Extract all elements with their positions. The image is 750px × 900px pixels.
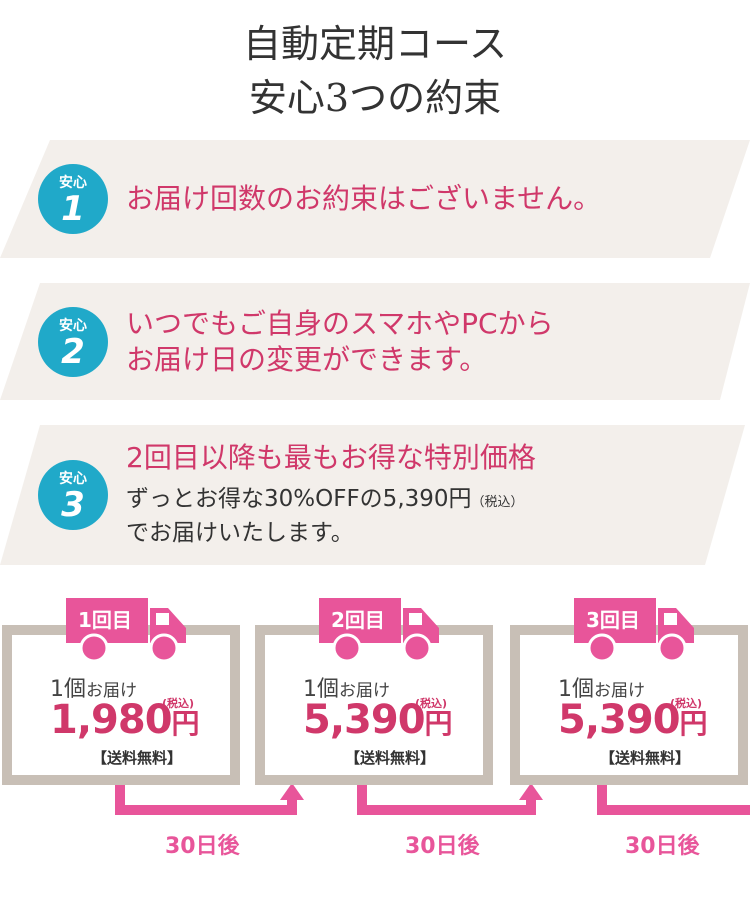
promise-text-line1: ずっとお得な30%OFFの5,390円（税込） bbox=[126, 486, 524, 512]
price: 5,390円 bbox=[558, 697, 708, 743]
delivery-number: 1回目 bbox=[78, 608, 132, 632]
promise-text-line2: でお届けいたします。 bbox=[126, 520, 354, 546]
interval-label: 30日後 bbox=[625, 834, 700, 859]
shipping-free: 【送料無料】 bbox=[600, 749, 691, 767]
price: 5,390円 bbox=[303, 697, 453, 743]
truck-icon: 1回目 bbox=[64, 598, 194, 668]
truck-icon: 2回目 bbox=[317, 598, 447, 668]
tax-note: (税込) bbox=[670, 697, 703, 710]
shipping-free: 【送料無料】 bbox=[345, 749, 436, 767]
tax-note: (税込) bbox=[162, 697, 195, 710]
promise-text-line2: お届け日の変更ができます。 bbox=[126, 343, 488, 376]
delivery-number: 3回目 bbox=[586, 608, 640, 632]
delivery-card-3 bbox=[510, 625, 748, 785]
promise-text: お届け回数のお約束はございません。 bbox=[126, 182, 602, 215]
promise-text-line1: いつでもご自身のスマホやPCから bbox=[126, 307, 554, 340]
shipping-free: 【送料無料】 bbox=[92, 749, 183, 767]
tax-note: (税込) bbox=[415, 697, 448, 710]
quantity: 1個お届け bbox=[303, 677, 390, 702]
quantity: 1個お届け bbox=[50, 677, 137, 702]
price: 1,980円 bbox=[50, 697, 200, 743]
interval-label: 30日後 bbox=[405, 834, 480, 859]
quantity: 1個お届け bbox=[558, 677, 645, 702]
promise-heading: 2回目以降も最もお得な特別価格 bbox=[126, 441, 536, 474]
truck-icon: 3回目 bbox=[572, 598, 702, 668]
page-title-line1: 自動定期コース bbox=[242, 22, 508, 66]
interval-label: 30日後 bbox=[165, 834, 240, 859]
delivery-number: 2回目 bbox=[331, 608, 385, 632]
page-title-line2: 安心3つの約束 bbox=[248, 76, 502, 120]
